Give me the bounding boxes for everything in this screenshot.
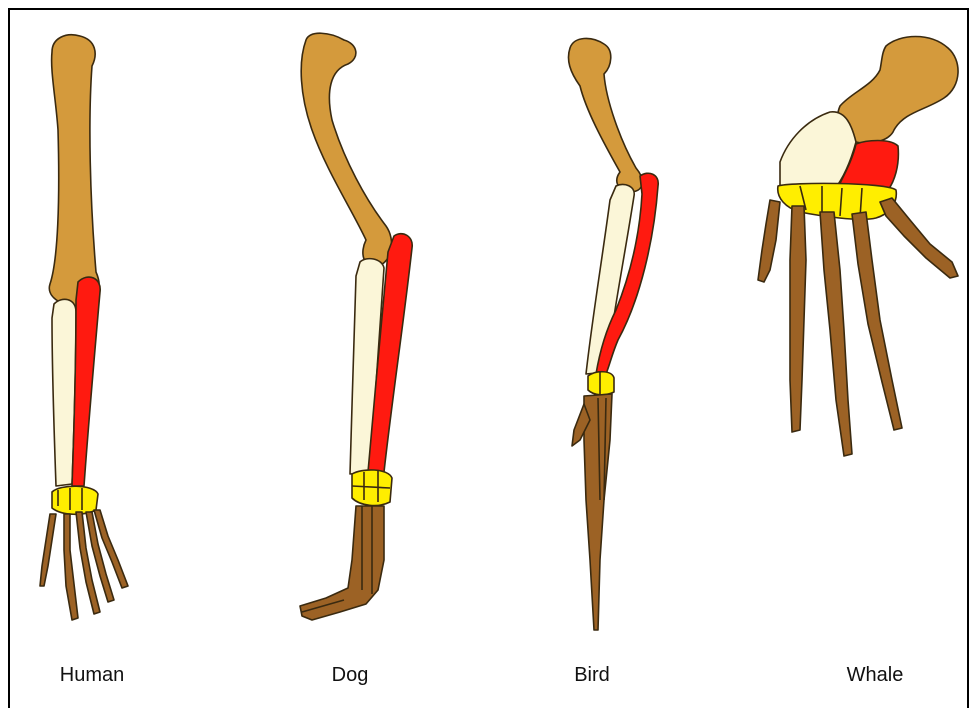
whale-phalanges [758,198,958,456]
bird-carpals [588,372,614,395]
label-bird: Bird [522,664,662,687]
label-whale: Whale [805,664,945,687]
bird-phalanges [572,394,612,630]
label-human: Human [22,664,162,687]
dog-humerus [301,33,391,266]
human-humerus [49,35,99,306]
human-radius [72,277,100,486]
human-phalanges [40,510,128,620]
bird-forelimb [568,38,658,630]
whale-forelimb [758,37,958,457]
whale-humerus [837,37,958,144]
dog-forelimb [300,33,412,620]
label-dog: Dog [280,664,420,687]
dog-phalanges [300,506,384,620]
bird-humerus [568,38,642,192]
human-forelimb [40,35,128,620]
human-carpals [52,486,98,514]
dog-carpals [352,470,392,506]
